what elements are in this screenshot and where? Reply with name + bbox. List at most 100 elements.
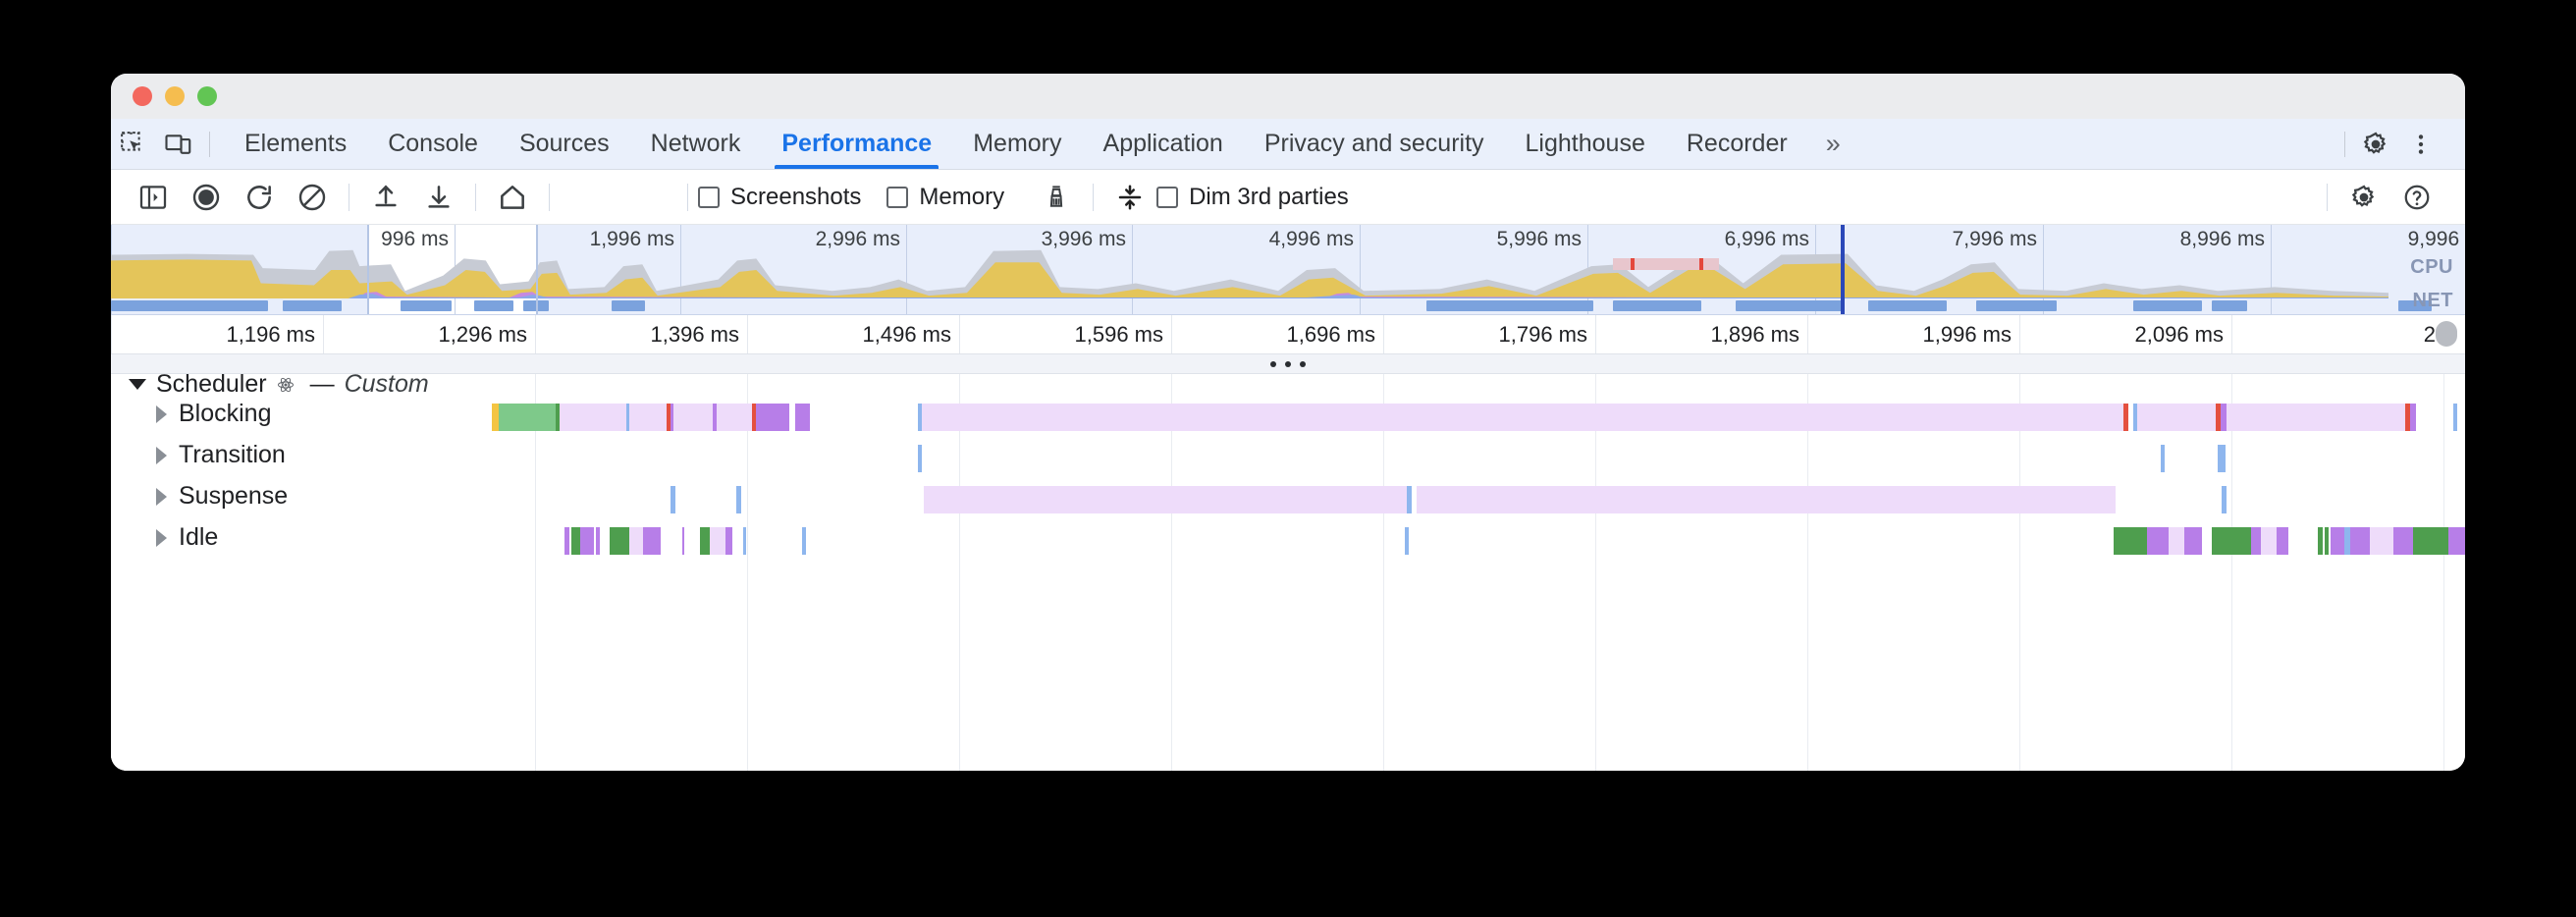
flame-segment[interactable] [671, 486, 675, 513]
flame-segment[interactable] [643, 527, 661, 555]
expand-collapse-icon[interactable] [1103, 171, 1156, 224]
flame-segment[interactable] [2212, 527, 2251, 555]
home-icon[interactable] [486, 171, 539, 224]
record-icon[interactable] [180, 171, 233, 224]
collect-garbage-brush-icon[interactable] [1030, 171, 1083, 224]
flame-segment[interactable] [762, 404, 789, 431]
tab-console[interactable]: Console [388, 130, 478, 157]
close-window-button[interactable] [133, 86, 152, 106]
capture-settings-gear-icon[interactable] [2337, 171, 2390, 224]
flame-segment[interactable] [717, 404, 752, 431]
flame-segment[interactable] [2221, 404, 2227, 431]
tab-performance[interactable]: Performance [761, 119, 952, 169]
track-row-suspense[interactable]: Suspense [156, 482, 288, 511]
flame-segment[interactable] [629, 404, 667, 431]
flame-segment[interactable] [682, 527, 684, 555]
memory-checkbox[interactable] [886, 186, 909, 208]
maximize-window-button[interactable] [197, 86, 217, 106]
panel-resizer[interactable] [111, 354, 2465, 374]
inspect-element-icon[interactable] [111, 122, 156, 167]
screenshots-checkbox[interactable] [698, 186, 720, 208]
chevron-right-icon[interactable] [156, 528, 167, 547]
flame-segment[interactable] [629, 527, 643, 555]
flame-segment[interactable] [700, 527, 710, 555]
flame-segment[interactable] [2227, 404, 2405, 431]
flame-segment[interactable] [918, 404, 922, 431]
flame-segment[interactable] [2393, 527, 2413, 555]
flame-segment[interactable] [2350, 527, 2370, 555]
flame-segment[interactable] [2251, 527, 2261, 555]
flame-segment[interactable] [2413, 527, 2448, 555]
flame-segment[interactable] [2277, 527, 2288, 555]
flame-segment[interactable] [800, 404, 810, 431]
flame-chart[interactable]: Scheduler — Custom Blocking Transition S… [111, 374, 2465, 771]
flame-segment[interactable] [710, 527, 725, 555]
flame-segment[interactable] [1407, 486, 1412, 513]
flame-segment[interactable] [752, 404, 756, 431]
more-tabs-icon[interactable]: » [1825, 129, 1841, 158]
track-group-scheduler[interactable]: Scheduler — Custom [129, 374, 429, 399]
flame-segment[interactable] [610, 527, 629, 555]
device-toolbar-icon[interactable] [156, 122, 201, 167]
flame-segment[interactable] [924, 486, 1407, 513]
flame-segment[interactable] [2184, 527, 2202, 555]
chevron-down-icon[interactable] [129, 379, 146, 390]
tab-recorder[interactable]: Recorder [1686, 130, 1788, 157]
flame-segment[interactable] [596, 527, 600, 555]
tab-memory[interactable]: Memory [973, 130, 1062, 157]
flame-segment[interactable] [2222, 486, 2227, 513]
flame-segment[interactable] [2133, 404, 2137, 431]
flame-segment[interactable] [2123, 404, 2128, 431]
flame-segment[interactable] [918, 445, 922, 472]
flame-segment[interactable] [756, 404, 762, 431]
dim-3rd-parties-checkbox[interactable] [1156, 186, 1179, 208]
tab-network[interactable]: Network [650, 130, 741, 157]
track-row-idle[interactable]: Idle [156, 523, 218, 552]
clear-icon[interactable] [286, 171, 339, 224]
flame-segment[interactable] [2344, 527, 2350, 555]
minimize-window-button[interactable] [165, 86, 185, 106]
flame-segment[interactable] [736, 486, 741, 513]
flame-segment[interactable] [802, 527, 806, 555]
flame-segment[interactable] [671, 404, 673, 431]
flame-segment[interactable] [1417, 486, 2116, 513]
flame-segment[interactable] [2169, 527, 2184, 555]
track-row-blocking[interactable]: Blocking [156, 400, 272, 428]
flame-segment[interactable] [1405, 527, 1409, 555]
flame-segment[interactable] [580, 527, 594, 555]
load-profile-icon[interactable] [359, 171, 412, 224]
flame-segment[interactable] [2331, 527, 2344, 555]
flame-segment[interactable] [2410, 404, 2416, 431]
flame-segment[interactable] [2318, 527, 2323, 555]
flame-segment[interactable] [2405, 404, 2410, 431]
flame-segment[interactable] [2137, 404, 2216, 431]
flame-segment[interactable] [673, 404, 713, 431]
save-profile-icon[interactable] [412, 171, 465, 224]
flame-segment[interactable] [499, 404, 556, 431]
flame-segment[interactable] [743, 527, 746, 555]
flame-segment[interactable] [667, 404, 671, 431]
help-icon[interactable] [2390, 171, 2443, 224]
flame-segment[interactable] [2453, 404, 2457, 431]
timeline-scrollbar-thumb[interactable] [2436, 321, 2457, 347]
flame-segment[interactable] [2325, 527, 2329, 555]
flame-segment[interactable] [564, 527, 569, 555]
flame-segment[interactable] [2261, 527, 2277, 555]
flame-segment[interactable] [2114, 527, 2147, 555]
flame-segment[interactable] [2147, 527, 2169, 555]
reload-and-record-icon[interactable] [233, 171, 286, 224]
tab-elements[interactable]: Elements [244, 130, 348, 157]
flame-segment[interactable] [922, 404, 2123, 431]
flame-segment[interactable] [492, 404, 499, 431]
tab-privacy-and-security[interactable]: Privacy and security [1263, 130, 1484, 157]
flame-segment[interactable] [560, 404, 626, 431]
flame-segment[interactable] [725, 527, 732, 555]
flame-segment[interactable] [2218, 445, 2226, 472]
timeline-overview[interactable]: 996 ms 1,996 ms 2,996 ms 3,996 ms 4,996 … [111, 225, 2465, 315]
overview-selection-right-edge[interactable] [536, 225, 538, 314]
chevron-right-icon[interactable] [156, 487, 167, 506]
kebab-menu-icon[interactable] [2398, 122, 2443, 167]
flame-segment[interactable] [626, 404, 629, 431]
show-sidebar-icon[interactable] [127, 171, 180, 224]
flame-segment[interactable] [713, 404, 717, 431]
